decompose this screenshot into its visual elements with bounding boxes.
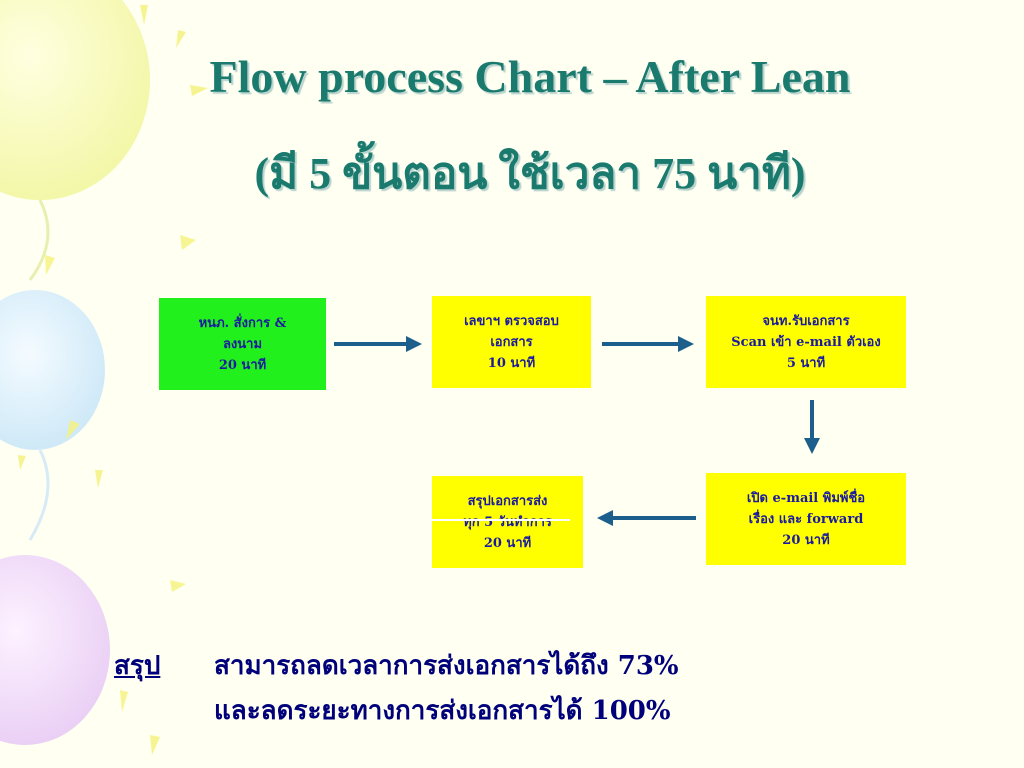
- yellow-balloon-icon: [0, 0, 150, 281]
- step-box-3: จนท.รับเอกสาร Scan เข้า e-mail ตัวเอง 5 …: [706, 296, 906, 388]
- summary-line-1: สามารถลดเวลาการส่งเอกสารได้ถึง 73%: [214, 651, 679, 681]
- step-5-text: สรุปเอกสารส่ง ทุก 5 วันทำการ 20 นาที: [463, 493, 552, 551]
- step-4-text: เปิด e-mail พิมพ์ชื่อ เรื่อง และ forward…: [746, 490, 866, 548]
- sparkle-icons: [18, 5, 208, 755]
- purple-balloon-icon: [0, 555, 110, 745]
- step-box-4: เปิด e-mail พิมพ์ชื่อ เรื่อง และ forward…: [706, 473, 906, 565]
- page-title: Flow process Chart – After Lean: [209, 51, 851, 102]
- blue-balloon-icon: [0, 290, 105, 541]
- step-box-5: สรุปเอกสารส่ง ทุก 5 วันทำการ 20 นาที: [432, 476, 583, 568]
- summary-line-2: และลดระยะทางการส่งเอกสารได้ 100%: [214, 696, 671, 726]
- step-1-text: หนภ. สั่งการ & ลงนาม 20 นาที: [198, 315, 287, 373]
- step-3-text: จนท.รับเอกสาร Scan เข้า e-mail ตัวเอง 5 …: [731, 313, 881, 371]
- step-2-text: เลขาฯ ตรวจสอบ เอกสาร 10 นาที: [464, 313, 559, 371]
- page-subtitle: (มี 5 ขั้นตอน ใช้เวลา 75 นาที): [254, 149, 806, 198]
- step-box-1: หนภ. สั่งการ & ลงนาม 20 นาที: [159, 298, 326, 390]
- summary-label: สรุป: [114, 651, 161, 681]
- step-box-2: เลขาฯ ตรวจสอบ เอกสาร 10 นาที: [432, 296, 591, 388]
